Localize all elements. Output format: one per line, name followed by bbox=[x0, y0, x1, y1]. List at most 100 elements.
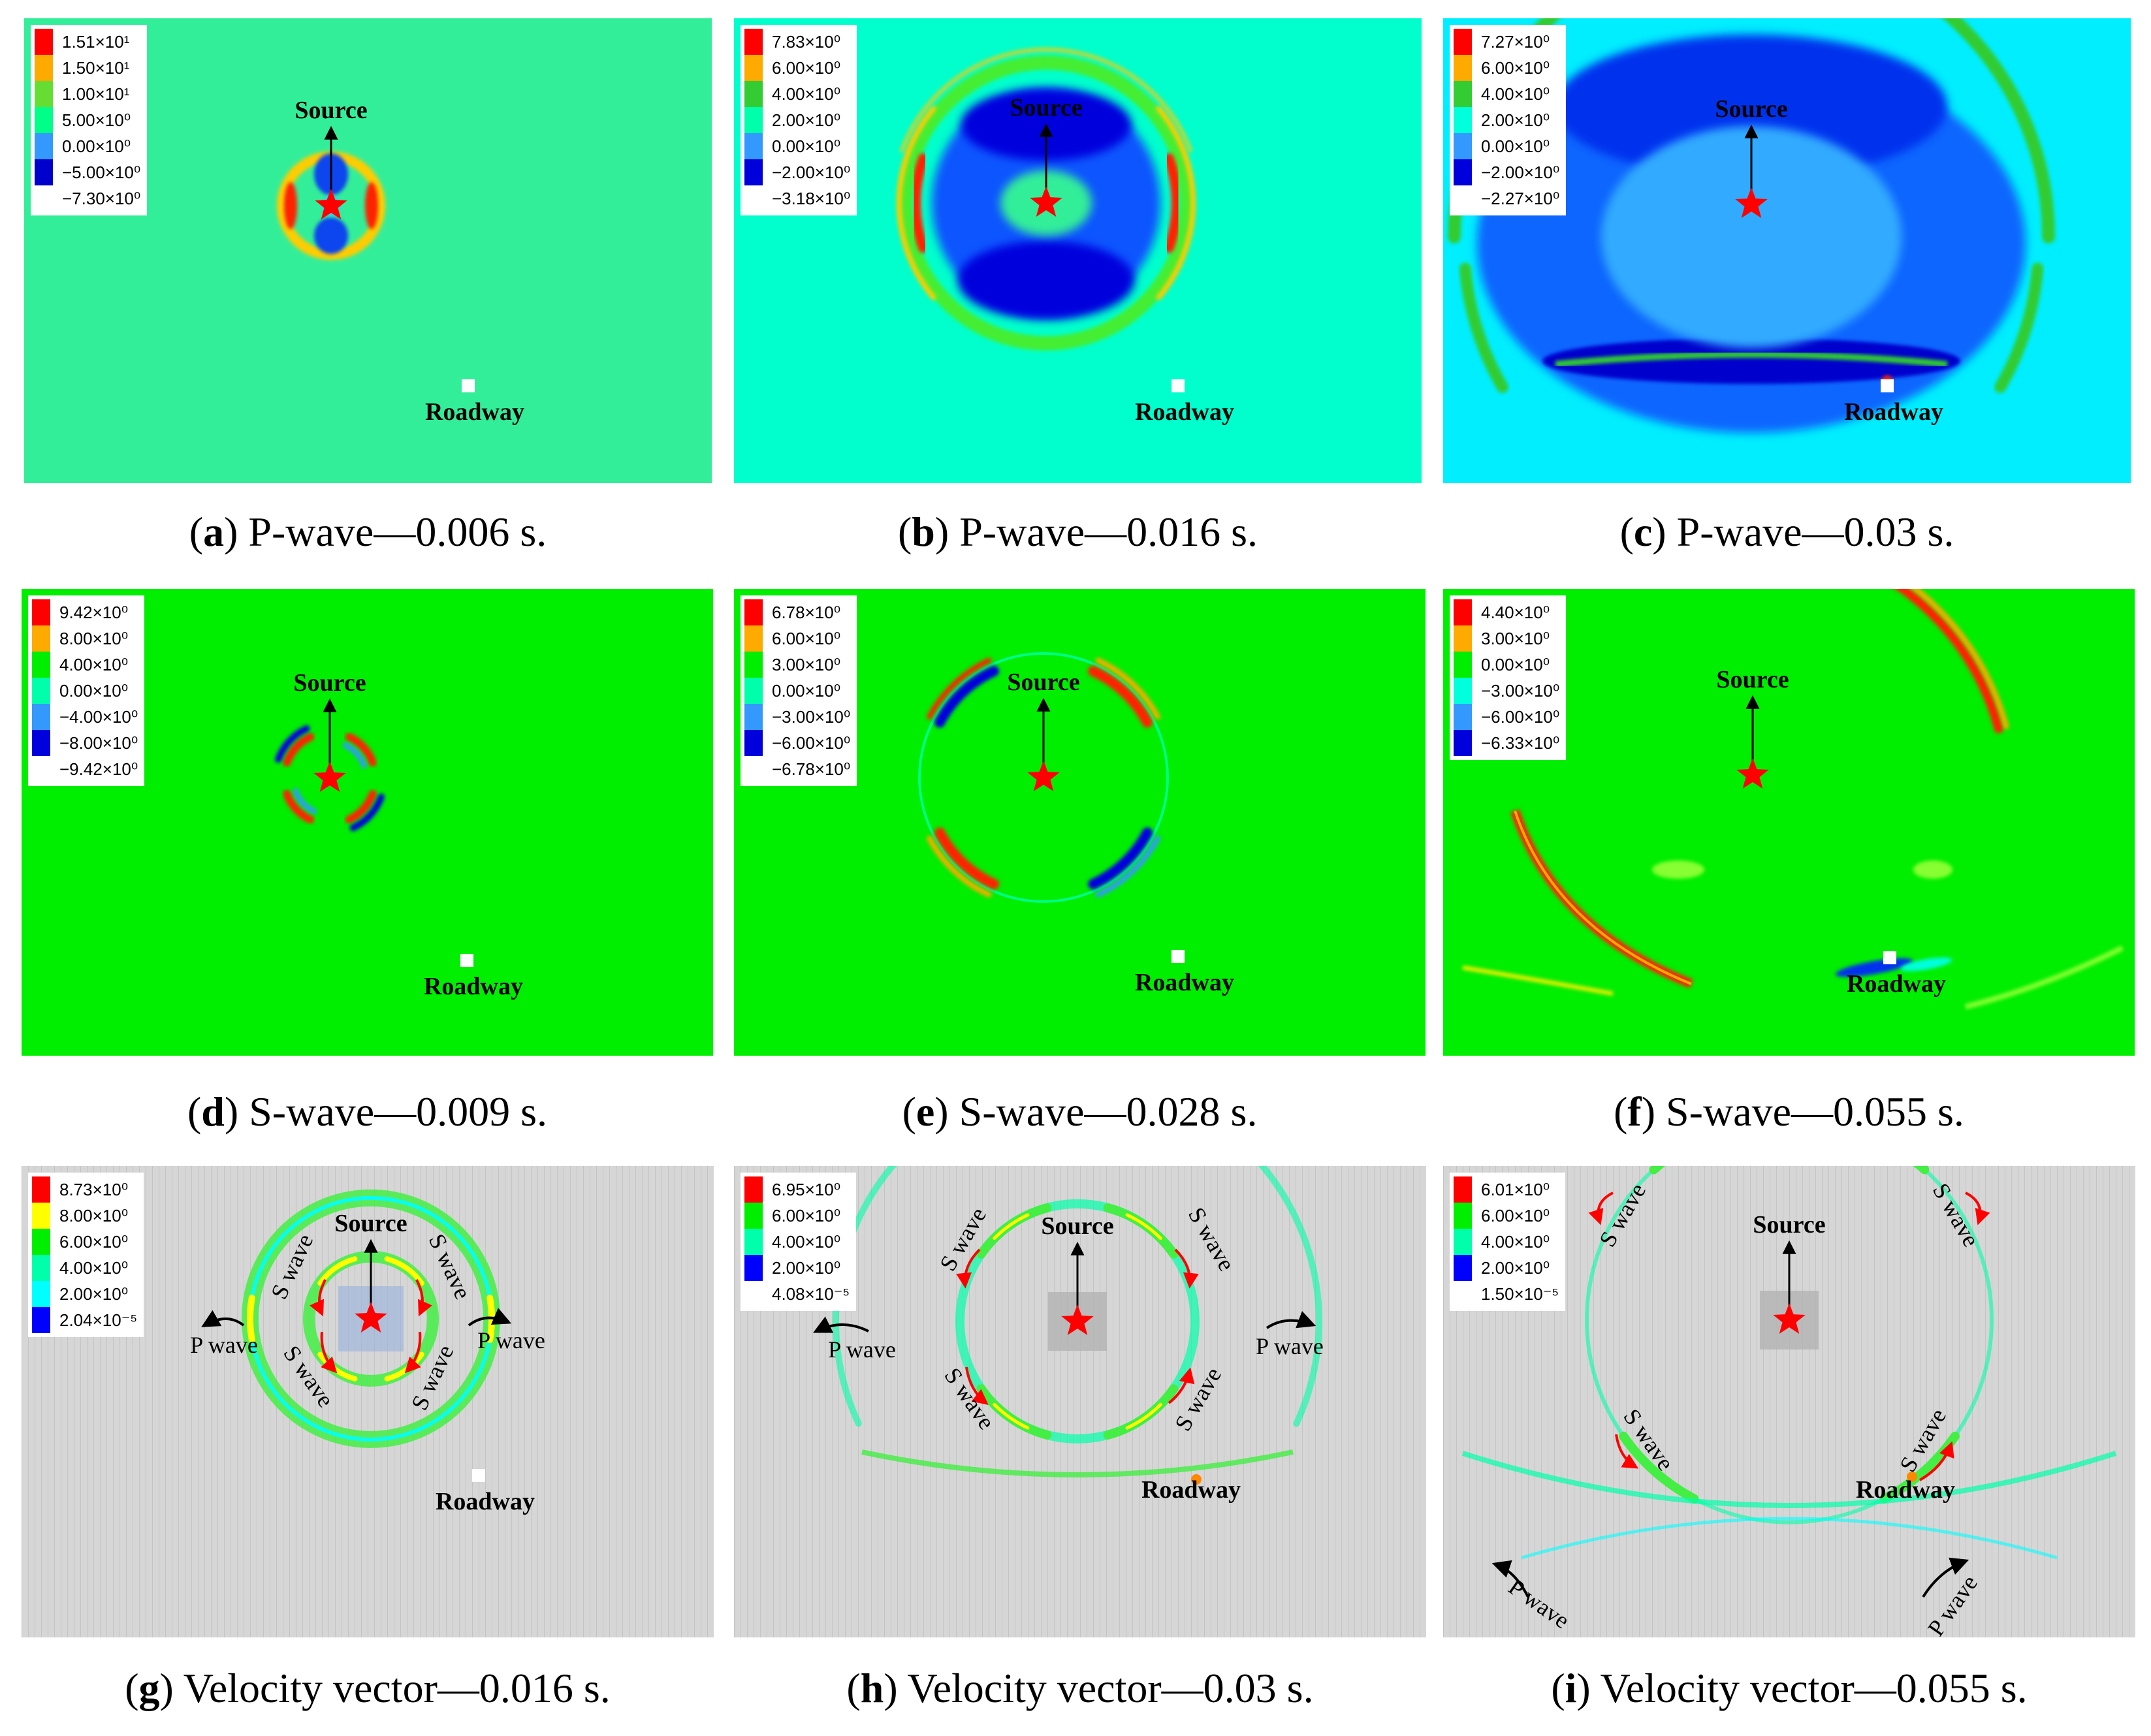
colorbar-tick-label: −8.00×10⁰ bbox=[59, 733, 138, 753]
wave-front bbox=[345, 789, 377, 824]
propagation-arrow bbox=[404, 1331, 422, 1374]
wave-blob bbox=[314, 217, 348, 254]
wave-front bbox=[1521, 1517, 2058, 1560]
propagation-arrow bbox=[1168, 1367, 1195, 1404]
colorbar-swatch bbox=[1454, 1255, 1472, 1281]
colorbar-tick-label: 0.00×10⁰ bbox=[1481, 655, 1550, 674]
colorbar-swatch bbox=[744, 704, 763, 730]
source-label: Source bbox=[1715, 95, 1787, 123]
colorbar-swatch bbox=[32, 599, 50, 625]
colorbar-tick-label: 6.00×10⁰ bbox=[772, 1206, 841, 1225]
source-label: Source bbox=[334, 1210, 407, 1237]
colorbar-tick-label: 4.00×10⁰ bbox=[59, 1258, 129, 1278]
colorbar-swatches bbox=[1454, 1176, 1472, 1307]
wave-front bbox=[1095, 657, 1160, 719]
colorbar-swatch bbox=[744, 678, 763, 704]
wave-front bbox=[934, 665, 999, 728]
wave-blob bbox=[284, 182, 297, 229]
source-label: Source bbox=[293, 669, 366, 697]
wave-blob bbox=[1913, 860, 1952, 879]
p-wave-arrow bbox=[1491, 1560, 1529, 1598]
colorbar-swatch bbox=[1454, 1176, 1472, 1203]
colorbar-swatch bbox=[32, 652, 50, 678]
colorbar-tick-label: 3.00×10⁰ bbox=[772, 655, 841, 674]
colorbar-tick-label: 1.50×10¹ bbox=[62, 58, 130, 78]
wave-front bbox=[1894, 589, 2003, 734]
wave-front bbox=[899, 55, 1194, 351]
colorbar-tick-label: −6.33×10⁰ bbox=[1481, 733, 1560, 753]
wave-blob bbox=[1907, 1472, 1917, 1482]
colorbar-tick-label: 6.00×10⁰ bbox=[1481, 1206, 1550, 1225]
colorbar-tick-label: −3.00×10⁰ bbox=[772, 707, 851, 727]
caption-c: (c) P-wave—0.03 s. bbox=[1619, 509, 1954, 555]
colorbar-swatch bbox=[35, 159, 53, 185]
colorbar-tick-label: 5.00×10⁰ bbox=[62, 110, 131, 130]
roadway-marker bbox=[472, 1469, 485, 1482]
caption-a: (a) P-wave—0.006 s. bbox=[189, 509, 547, 555]
p-wave-arrow bbox=[1922, 1557, 1969, 1598]
colorbar-tick-label: 4.00×10⁰ bbox=[1481, 1232, 1550, 1252]
caption-e: (e) S-wave—0.028 s. bbox=[902, 1088, 1258, 1135]
colorbar-swatches bbox=[744, 599, 763, 782]
colorbar-swatches bbox=[1454, 29, 1472, 212]
caption-d: (d) S-wave—0.009 s. bbox=[187, 1088, 548, 1135]
propagation-arrow bbox=[956, 1248, 981, 1289]
colorbar-tick-label: 6.01×10⁰ bbox=[1481, 1180, 1550, 1199]
colorbar-swatch bbox=[1454, 652, 1472, 678]
colorbar-tick-label: 1.00×10¹ bbox=[62, 84, 130, 104]
colorbar-swatch bbox=[32, 1176, 50, 1203]
colorbar-swatch bbox=[1454, 704, 1472, 730]
colorbar-tick-label: 2.00×10⁰ bbox=[1481, 1258, 1550, 1278]
colorbar-swatch bbox=[744, 107, 763, 133]
propagation-arrow bbox=[1174, 1248, 1199, 1289]
colorbar-swatch bbox=[744, 1255, 763, 1281]
colorbar-tick-label: 0.00×10⁰ bbox=[62, 136, 131, 156]
wave-front bbox=[900, 48, 1192, 153]
wave-front bbox=[993, 1213, 1030, 1240]
caption-i: (i) Velocity vector—0.055 s. bbox=[1551, 1665, 2028, 1711]
colorbar-tick-label: 9.42×10⁰ bbox=[59, 603, 129, 622]
caption-b: (b) P-wave—0.016 s. bbox=[897, 509, 1258, 555]
roadway-marker bbox=[1881, 379, 1894, 392]
colorbar-tick-label: −2.27×10⁰ bbox=[1481, 189, 1560, 208]
colorbar-swatch bbox=[35, 133, 53, 159]
colorbar-swatch bbox=[1454, 599, 1472, 625]
caption-g: (g) Velocity vector—0.016 s. bbox=[125, 1665, 611, 1711]
roadway-label: Roadway bbox=[1135, 398, 1234, 426]
wave-front bbox=[1619, 1431, 1699, 1504]
source-star-icon bbox=[1061, 1304, 1094, 1335]
colorbar-swatch bbox=[744, 133, 763, 159]
colorbar-legend: 6.01×10⁰ 6.00×10⁰ 4.00×10⁰ 2.00×10⁰ 1.50×10⁻… bbox=[1450, 1173, 1566, 1311]
propagation-arrow bbox=[1919, 1441, 1954, 1481]
wave-front bbox=[1911, 589, 2009, 729]
colorbar-swatch bbox=[744, 55, 763, 81]
colorbar-tick-label: 3.00×10⁰ bbox=[1481, 629, 1550, 648]
colorbar-swatch bbox=[1454, 81, 1472, 107]
colorbar-swatch bbox=[744, 81, 763, 107]
colorbar-swatch bbox=[1454, 55, 1472, 81]
colorbar-swatch bbox=[32, 704, 50, 730]
colorbar-swatch bbox=[744, 1176, 763, 1203]
colorbar-swatches bbox=[744, 1176, 763, 1307]
p-wave-label: P wave bbox=[828, 1336, 896, 1363]
wave-front bbox=[349, 793, 385, 832]
wave-front bbox=[934, 827, 999, 890]
colorbar-tick-label: 8.00×10⁰ bbox=[59, 1206, 129, 1225]
colorbar-tick-label: 1.50×10⁻⁵ bbox=[1481, 1284, 1559, 1304]
